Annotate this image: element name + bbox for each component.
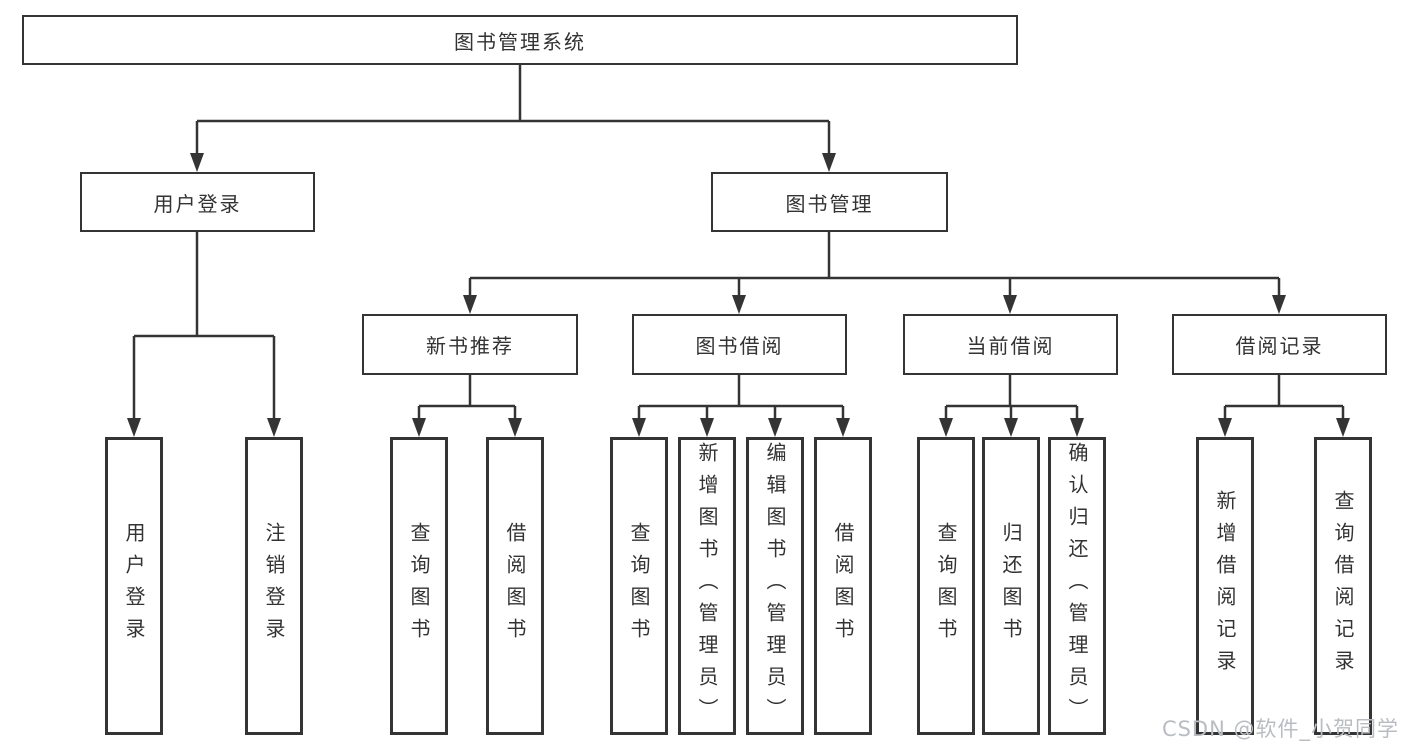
arrow-icon [1003,295,1017,314]
arrow-icon [1070,418,1084,437]
arrow-icon [1218,418,1232,437]
node-borrow-books: 借阅图书 [814,437,872,735]
connector-current-borrow-children [944,375,1079,423]
node-label: 当前借阅 [966,334,1055,358]
connector-book-borrow-children [637,375,845,423]
node-add-borrow-record: 新增借阅记录 [1196,437,1254,735]
node-label: 查询图书 [934,522,958,650]
arrow-icon [1272,295,1286,314]
node-label: 新增图书（管理员） [695,442,719,730]
node-label: 借阅图书 [503,522,527,650]
node-edit-books-admin: 编辑图书（管理员） [746,437,804,735]
node-label: 查询借阅记录 [1331,490,1355,682]
connector-root-to-level2 [195,65,831,158]
arrow-icon [190,153,204,172]
node-label: 图书管理系统 [454,29,586,54]
node-query-books: 查询图书 [610,437,668,735]
node-label: 用户登录 [122,522,146,650]
arrow-icon [412,418,426,437]
connector-book-mgmt-children [468,232,1281,300]
node-book-borrowing: 图书借阅 [632,314,847,375]
arrow-icon [768,418,782,437]
node-return-books: 归还图书 [982,437,1040,735]
node-logout: 注销登录 [245,437,303,735]
connector-user-login-children [132,232,276,423]
node-add-books-admin: 新增图书（管理员） [678,437,736,735]
arrow-icon [700,418,714,437]
arrow-icon [508,418,522,437]
node-library-management-system: 图书管理系统 [22,15,1018,65]
node-new-book-recommendation: 新书推荐 [362,314,578,375]
node-borrowing-records: 借阅记录 [1172,314,1387,375]
node-label: 编辑图书（管理员） [763,442,787,730]
arrow-icon [1004,418,1018,437]
node-label: 图书借阅 [695,334,784,358]
node-label: 新书推荐 [426,334,514,358]
node-label: 借阅图书 [831,522,855,650]
arrow-icon [939,418,953,437]
node-confirm-return-admin: 确认归还（管理员） [1048,437,1106,735]
node-query-books: 查询图书 [390,437,448,735]
arrow-icon [267,418,281,437]
node-current-borrowing: 当前借阅 [903,314,1118,375]
node-label: 借阅记录 [1235,334,1324,358]
arrow-icon [732,295,746,314]
connector-new-book-rec-children [417,375,517,423]
arrow-icon [463,295,477,314]
node-book-management: 图书管理 [711,172,948,232]
arrow-icon [127,418,141,437]
arrow-icon [632,418,646,437]
node-label: 查询图书 [627,522,651,650]
node-borrow-books: 借阅图书 [486,437,544,735]
node-label: 用户登录 [153,191,242,216]
node-label: 归还图书 [999,522,1023,650]
node-user-login-leaf: 用户登录 [105,437,163,735]
node-label: 确认归还（管理员） [1065,442,1089,730]
node-label: 查询图书 [407,522,431,650]
arrow-icon [836,418,850,437]
node-user-login: 用户登录 [80,172,315,232]
csdn-watermark: CSDN @软件_小贺同学 [1161,717,1399,741]
arrow-icon [1336,418,1350,437]
node-query-borrow-record: 查询借阅记录 [1314,437,1372,735]
node-label: 注销登录 [262,522,286,650]
node-label: 图书管理 [785,191,874,216]
node-label: 新增借阅记录 [1213,490,1237,682]
arrow-icon [822,153,836,172]
connector-borrow-record-children [1223,375,1345,423]
node-query-books: 查询图书 [917,437,975,735]
